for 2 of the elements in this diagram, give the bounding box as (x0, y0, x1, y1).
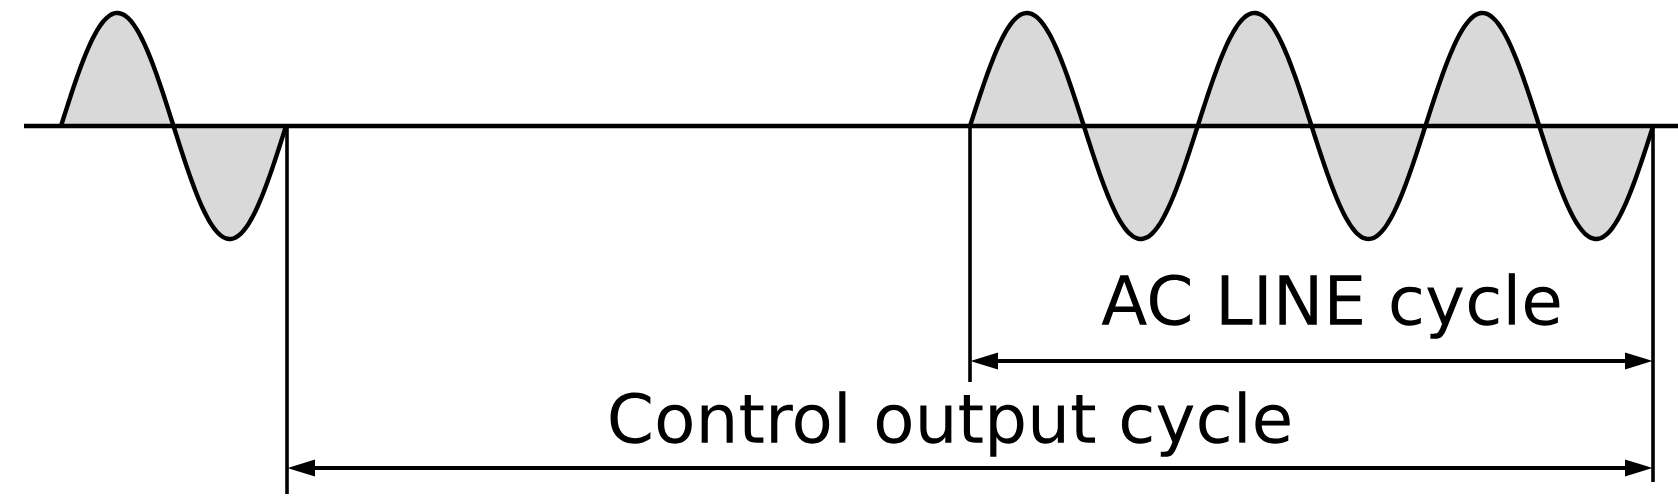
dimension-label: Control output cycle (610, 391, 1290, 457)
dimension-label: AC LINE cycle (1101, 273, 1560, 339)
